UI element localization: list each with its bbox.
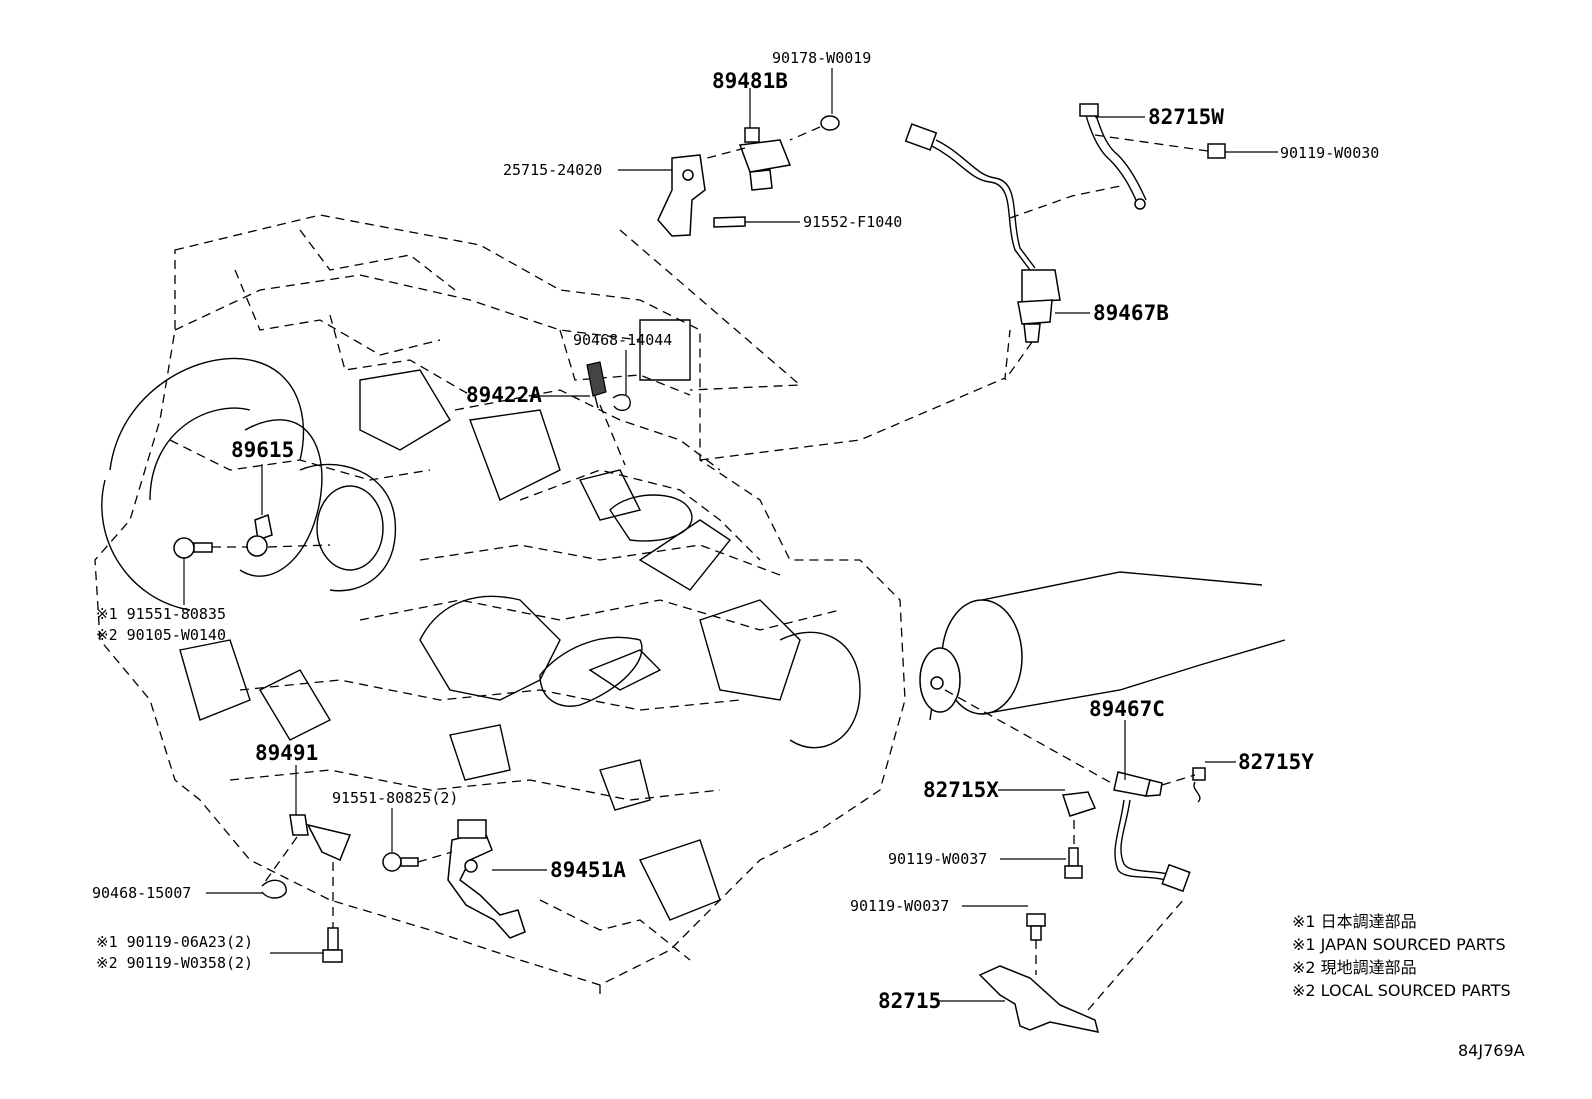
leader-lines xyxy=(183,68,1278,1002)
label-90119-w0037-a: 90119-W0037 xyxy=(888,850,987,868)
part-91551-80825-bolt[interactable] xyxy=(382,852,419,872)
note-line-1: ※1 日本調達部品 xyxy=(1292,912,1417,931)
label-89467c: 89467C xyxy=(1089,697,1165,721)
label-82715: 82715 xyxy=(878,989,941,1013)
label-89615: 89615 xyxy=(231,438,294,462)
label-89451a: 89451A xyxy=(550,858,626,882)
label-89422a: 89422A xyxy=(466,383,542,407)
assembly-lines xyxy=(212,126,1209,1011)
part-89422a-sensor[interactable] xyxy=(586,361,607,409)
note-line-3: ※2 現地調達部品 xyxy=(1292,958,1417,977)
part-89481b-sensor[interactable] xyxy=(738,127,792,191)
sourcing-notes: ※1 日本調達部品 ※1 JAPAN SOURCED PARTS ※2 現地調達… xyxy=(1292,912,1511,1000)
label-90119-w0358: ※2 90119-W0358(2) xyxy=(96,954,253,972)
part-82715x-bracket[interactable] xyxy=(1061,791,1097,817)
engine-outline xyxy=(94,214,1011,1000)
label-82715y: 82715Y xyxy=(1238,750,1314,774)
part-90178-w0019-nut[interactable] xyxy=(820,115,840,131)
part-82715w-clamp[interactable] xyxy=(1079,103,1147,210)
label-91551-80835: ※1 91551-80835 xyxy=(96,605,226,623)
label-82715x: 82715X xyxy=(923,778,999,802)
label-89481b: 89481B xyxy=(712,69,788,93)
part-89467c-sensor[interactable] xyxy=(1113,771,1191,893)
part-91552-f1040-bolt[interactable] xyxy=(713,216,746,228)
part-89451a-switch[interactable] xyxy=(447,819,526,939)
exhaust-pipe xyxy=(919,571,1286,721)
part-labels: 90178-W0019 89481B 25715-24020 91552-F10… xyxy=(92,49,1379,1013)
note-line-4: ※2 LOCAL SOURCED PARTS xyxy=(1292,981,1511,1000)
label-91552-f1040: 91552-F1040 xyxy=(803,213,902,231)
label-90119-w0030: 90119-W0030 xyxy=(1280,144,1379,162)
label-89467b: 89467B xyxy=(1093,301,1169,325)
label-25715-24020: 25715-24020 xyxy=(503,161,602,179)
label-90468-14044: 90468-14044 xyxy=(573,331,672,349)
label-90468-15007: 90468-15007 xyxy=(92,884,191,902)
part-89467b-sensor[interactable] xyxy=(904,123,1061,343)
label-91551-80825: 91551-80825(2) xyxy=(332,789,458,807)
label-89491: 89491 xyxy=(255,741,318,765)
label-90178-w0019: 90178-W0019 xyxy=(772,49,871,67)
part-90119-06a23-bolt[interactable] xyxy=(322,927,343,963)
part-90119-w0037-bolt-a[interactable] xyxy=(1064,847,1083,879)
part-90468-15007-clip[interactable] xyxy=(261,879,287,899)
label-90119-w0037-b: 90119-W0037 xyxy=(850,897,949,915)
part-89491-sensor[interactable] xyxy=(289,814,352,862)
part-82715-bracket[interactable] xyxy=(978,965,1100,1033)
part-90468-14044-clip[interactable] xyxy=(612,393,631,412)
part-82715y-clamp[interactable] xyxy=(1192,767,1206,803)
part-90119-w0037-bolt-b[interactable] xyxy=(1026,913,1046,941)
label-82715w: 82715W xyxy=(1148,105,1224,129)
part-90119-w0030-bolt[interactable] xyxy=(1207,143,1226,159)
part-25715-24020-bracket[interactable] xyxy=(657,154,706,237)
part-91551-80835-bolt[interactable] xyxy=(173,537,213,559)
diagram-code: 84J769A xyxy=(1458,1041,1525,1060)
label-90105-w0140: ※2 90105-W0140 xyxy=(96,626,226,644)
note-line-2: ※1 JAPAN SOURCED PARTS xyxy=(1292,935,1506,954)
part-89615-sensor[interactable] xyxy=(246,513,273,557)
label-90119-06a23: ※1 90119-06A23(2) xyxy=(96,933,253,951)
